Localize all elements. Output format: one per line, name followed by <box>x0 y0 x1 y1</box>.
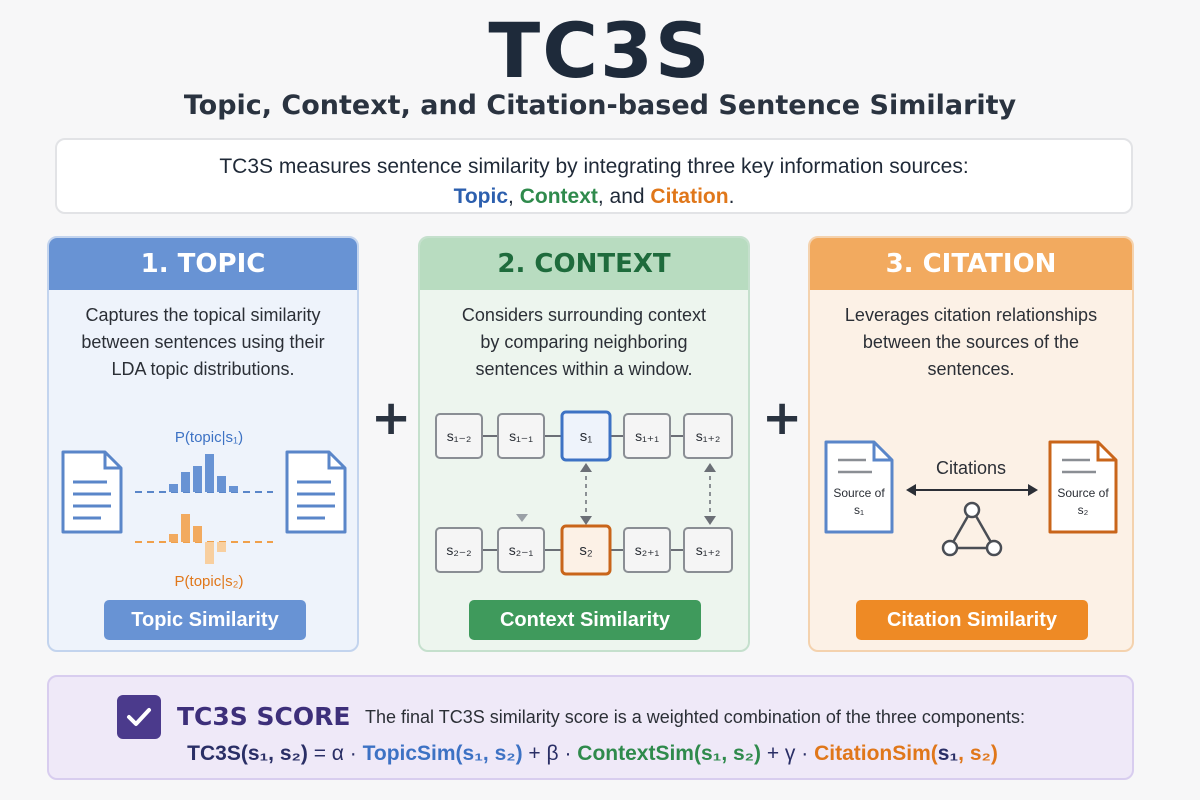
context-similarity-pill: Context Similarity <box>469 600 701 640</box>
formula-citation-comma: , <box>958 742 970 765</box>
sentence-node <box>683 527 733 573</box>
formula-citation-s1: s₁ <box>937 742 959 765</box>
dist2-bar <box>217 542 226 552</box>
score-formula: TC3S(s₁, s₂) = α · TopicSim(s₁, s₂) + β … <box>49 739 1136 769</box>
plus-icon-1: + <box>371 390 412 446</box>
dist1-bar <box>217 476 226 492</box>
dist1-bar <box>169 484 178 492</box>
dist1-bar <box>181 472 190 492</box>
sentence-node <box>623 413 671 459</box>
intro-box: TC3S measures sentence similarity by int… <box>55 138 1133 214</box>
dist2-bar <box>169 534 178 542</box>
source-1-sentence: s₁ <box>854 503 864 517</box>
formula-topic: TopicSim(s₁, s₂) <box>362 742 523 765</box>
intro-end: . <box>728 185 735 208</box>
dist2-bar <box>181 514 190 542</box>
node-label: s₁₊₂ <box>696 428 721 444</box>
context-row-2: s₂₋₂ s₂₋₁ s₂ s₂₊₁ s₁₊₂ <box>435 524 733 576</box>
sentence-node <box>623 527 671 573</box>
citations-label: Citations <box>936 458 1006 478</box>
formula-lhs: TC3S(s₁, s₂) <box>187 742 308 765</box>
formula-citation-name: CitationSim( <box>814 742 938 765</box>
sentence-node <box>435 413 483 459</box>
node-label: s₁ <box>580 428 593 445</box>
source-document-icon-2 <box>1048 440 1118 534</box>
score-description: The final TC3S similarity score is a wei… <box>365 707 1025 727</box>
node-label: s₁₊₁ <box>635 428 659 444</box>
dist1-label: P(topic|s₁) <box>175 429 243 446</box>
node-label: s₁₋₁ <box>509 428 533 444</box>
intro-citation: Citation <box>650 185 729 208</box>
citation-heading: 3. CITATION <box>810 238 1132 290</box>
sentence-node <box>497 413 545 459</box>
context-panel: 2. CONTEXT Considers surrounding context… <box>418 236 750 652</box>
topic-diagram: P(topic|s₁) P(topic|s₂) <box>61 429 347 590</box>
node-label: s₂₋₂ <box>446 542 471 558</box>
source-2-sentence: s₂ <box>1078 503 1089 517</box>
citation-diagram: Source of s₁ Citations Source of s₂ <box>824 440 1118 557</box>
intro-context: Context <box>519 185 598 208</box>
intro-sep-2: , and <box>597 185 651 208</box>
dist1-bar <box>229 486 238 492</box>
sentence-node <box>497 527 545 573</box>
score-box: TC3S SCORE The final TC3S similarity sco… <box>47 675 1134 780</box>
topic-heading: 1. TOPIC <box>49 238 357 290</box>
formula-op2: + γ · <box>761 742 815 765</box>
intro-line-1: TC3S measures sentence similarity by int… <box>219 155 969 178</box>
document-icon-left <box>61 450 123 534</box>
formula-citation-s2: s₂ <box>969 742 991 765</box>
sentence-node-s1 <box>560 410 612 462</box>
dist2-bars <box>169 514 226 564</box>
node-label: s₁₋₂ <box>447 428 472 444</box>
node-label: s₁₊₂ <box>696 542 721 558</box>
sentence-node-s2 <box>560 524 612 576</box>
context-heading: 2. CONTEXT <box>420 238 748 290</box>
citation-similarity-pill: Citation Similarity <box>856 600 1088 640</box>
topic-similarity-pill: Topic Similarity <box>104 600 306 640</box>
citation-description: Leverages citation relationships between… <box>844 305 1098 379</box>
checkmark-icon <box>117 695 161 739</box>
node-label: s₂₋₁ <box>509 542 534 558</box>
intro-line-2: Topic, Context, and Citation. <box>57 182 1131 212</box>
citation-panel: 3. CITATION Leverages citation relations… <box>808 236 1134 652</box>
source-1-label: Source of <box>833 486 885 500</box>
intro-topic: Topic <box>453 185 509 208</box>
dist1-bar <box>205 454 214 492</box>
topic-panel: 1. TOPIC Captures the topical similarity… <box>47 236 359 652</box>
context-description: Considers surrounding context by compari… <box>461 305 707 379</box>
formula-citation-close: ) <box>990 742 998 765</box>
citation-graph-icon <box>941 501 1003 557</box>
node-label: s₂₊₁ <box>635 542 660 558</box>
context-window-diagram: s₁₋₂ s₁₋₁ s₁ s₁₊₁ s₁₊₂ s₂₋₂ s₂₋₁ s₂ <box>435 410 733 576</box>
dist1-bars <box>169 454 238 492</box>
dist2-label: P(topic|s₂) <box>175 573 244 590</box>
sentence-node <box>683 413 733 459</box>
document-icon-right <box>285 450 347 534</box>
source-2-label: Source of <box>1057 486 1109 500</box>
page-subtitle: Topic, Context, and Citation-based Sente… <box>183 90 1017 121</box>
double-arrow <box>906 484 1038 496</box>
page-title: TC3S <box>488 6 712 95</box>
plus-icon-2: + <box>762 390 803 446</box>
topic-description: Captures the topical similarity between … <box>81 305 325 379</box>
sentence-node <box>435 527 483 573</box>
formula-eq: = α · <box>307 742 363 765</box>
dist2-bar <box>205 542 214 564</box>
source-document-icon-1 <box>824 440 894 534</box>
dist1-bar <box>193 466 202 492</box>
context-row-1: s₁₋₂ s₁₋₁ s₁ s₁₊₁ s₁₊₂ <box>435 410 733 462</box>
alignment-arrows <box>585 468 711 520</box>
dist2-bar <box>193 526 202 542</box>
node-label: s₂ <box>579 542 593 559</box>
intro-sep-1: , <box>508 185 520 208</box>
score-title: TC3S SCORE <box>177 702 351 731</box>
formula-context: ContextSim(s₁, s₂) <box>577 742 761 765</box>
arrow-heads <box>516 463 716 525</box>
formula-op1: + β · <box>522 742 578 765</box>
